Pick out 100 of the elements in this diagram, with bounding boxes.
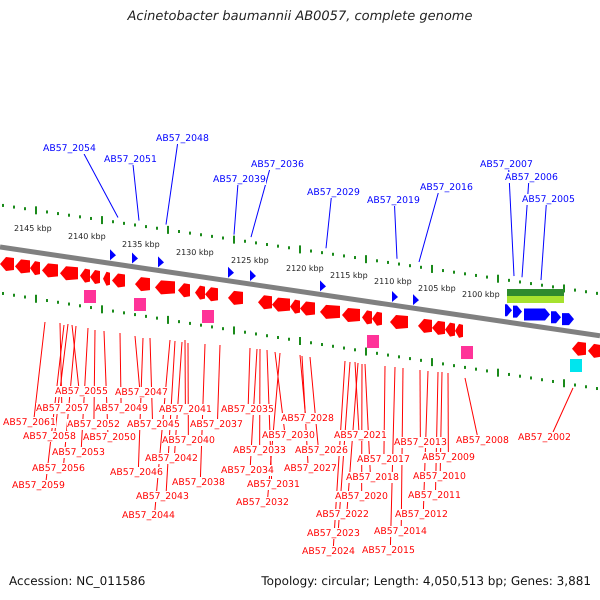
- gene-label: AB57_2028: [281, 413, 334, 424]
- gene-label: AB57_2002: [518, 432, 571, 443]
- leader-line: [250, 170, 270, 238]
- leader-line: [248, 348, 250, 404]
- scale-label: 2125 kbp: [231, 256, 269, 266]
- gene-label: AB57_2034: [221, 465, 274, 476]
- leader-line: [522, 182, 530, 278]
- gene-label: AB57_2054: [43, 143, 96, 154]
- gene-label: AB57_2026: [295, 445, 348, 456]
- gene-label: AB57_2050: [83, 432, 136, 443]
- leader-line: [184, 340, 186, 404]
- gene-label: AB57_2014: [374, 526, 427, 537]
- gene-label: AB57_2046: [110, 467, 163, 478]
- leader-line: [540, 204, 547, 281]
- leader-line: [84, 154, 118, 218]
- leader-line: [448, 372, 449, 452]
- gene-label: AB57_2029: [307, 187, 360, 198]
- leader-line: [72, 324, 80, 386]
- gene-label: AB57_2056: [32, 463, 85, 474]
- leader-line: [508, 170, 514, 277]
- gene-label: AB57_2042: [145, 453, 198, 464]
- leader-line: [310, 356, 319, 446]
- gene-label: AB57_2036: [251, 159, 304, 170]
- leader-line: [166, 144, 178, 226]
- gene-label: AB57_2024: [302, 546, 355, 557]
- gene-label: AB57_2017: [357, 454, 410, 465]
- gene-label: AB57_2057: [36, 403, 89, 414]
- gene-label: AB57_2012: [395, 509, 448, 520]
- gene-label: AB57_2006: [505, 172, 558, 183]
- gene-label: AB57_2048: [156, 133, 209, 144]
- footer-text: Topology: circular; Length: 4,050,513 bp; Genes: 3,881: [261, 574, 591, 588]
- gene-label: AB57_2011: [408, 490, 461, 501]
- gene-label: AB57_2008: [456, 435, 509, 446]
- gene-label: AB57_2019: [367, 195, 420, 206]
- leader-line: [93, 330, 96, 420]
- gene-label: AB57_2010: [413, 471, 466, 482]
- leader-line: [418, 192, 439, 262]
- gene-label: AB57_2020: [335, 491, 388, 502]
- gene-label: AB57_2052: [67, 419, 120, 430]
- leader-line: [274, 352, 285, 430]
- leader-line: [132, 164, 140, 222]
- leader-line: [188, 342, 189, 436]
- gene-label: AB57_2021: [334, 430, 387, 441]
- leader-line: [134, 336, 140, 388]
- scale-label: 2110 kbp: [374, 277, 412, 288]
- gene-label: AB57_2061: [3, 417, 56, 428]
- leader-line: [150, 338, 153, 420]
- gene-label: AB57_2035: [221, 404, 274, 415]
- leader-line: [234, 184, 238, 236]
- leader-line: [420, 370, 421, 438]
- leader-line: [552, 388, 574, 432]
- gene-label: AB57_2044: [122, 510, 175, 521]
- gene-label: AB57_2027: [284, 463, 337, 474]
- scale-label: 2130 kbp: [176, 248, 214, 258]
- leader-line: [217, 344, 220, 420]
- scale-label: 2120 kbp: [286, 264, 324, 274]
- gene-label: AB57_2022: [316, 509, 369, 520]
- gene-label: AB57_2009: [422, 452, 475, 463]
- gene-label: AB57_2013: [394, 437, 447, 448]
- gene-label: AB57_2043: [136, 491, 189, 502]
- scale-label: 2100 kbp: [462, 290, 500, 300]
- gene-label: AB57_2038: [172, 477, 225, 488]
- gene-label: AB57_2051: [104, 154, 157, 165]
- gene-label: AB57_2032: [236, 497, 289, 508]
- leader-line: [60, 322, 62, 404]
- gene-label: AB57_2033: [233, 445, 286, 456]
- gene-label: AB57_2053: [52, 447, 105, 458]
- leader-line: [34, 322, 46, 418]
- gene-label: AB57_2016: [420, 182, 473, 193]
- gene-label: AB57_2040: [162, 435, 215, 446]
- footer-text: Accession: NC_011586: [9, 574, 146, 588]
- leader-line: [354, 362, 360, 430]
- scale-label: 2115 kbp: [330, 270, 368, 281]
- gene-label: AB57_2023: [307, 528, 360, 539]
- gene-label: AB57_2037: [190, 419, 243, 430]
- gene-label: AB57_2030: [262, 430, 315, 441]
- gene-label: AB57_2039: [213, 174, 266, 185]
- gene-label: AB57_2058: [23, 431, 76, 442]
- gene-label: AB57_2045: [127, 419, 180, 430]
- title: Acinetobacter baumannii AB0057, complete genome: [126, 9, 474, 24]
- leader-line: [394, 206, 398, 260]
- gene-label: AB57_2031: [247, 479, 300, 490]
- gene-label: AB57_2018: [346, 472, 399, 483]
- gene-label: AB57_2007: [480, 159, 533, 170]
- gene-label: AB57_2041: [159, 404, 212, 415]
- gene-label: AB57_2059: [12, 480, 65, 491]
- gene-label: AB57_2047: [115, 387, 168, 398]
- gene-label: AB57_2005: [522, 194, 575, 205]
- scale-label: 2135 kbp: [122, 240, 160, 250]
- gene-label: AB57_2015: [362, 545, 415, 556]
- leader-line: [326, 198, 332, 249]
- scale-label: 2105 kbp: [418, 284, 456, 294]
- gene-label: AB57_2049: [95, 403, 148, 414]
- gene-label: AB57_2055: [55, 386, 108, 397]
- scale-label: 2140 kbp: [68, 232, 106, 242]
- scale-label: 2145 kbp: [14, 224, 52, 234]
- leader-line: [259, 348, 260, 446]
- leader-line: [464, 378, 478, 436]
- leader-line: [383, 366, 386, 454]
- leader-line: [120, 332, 122, 404]
